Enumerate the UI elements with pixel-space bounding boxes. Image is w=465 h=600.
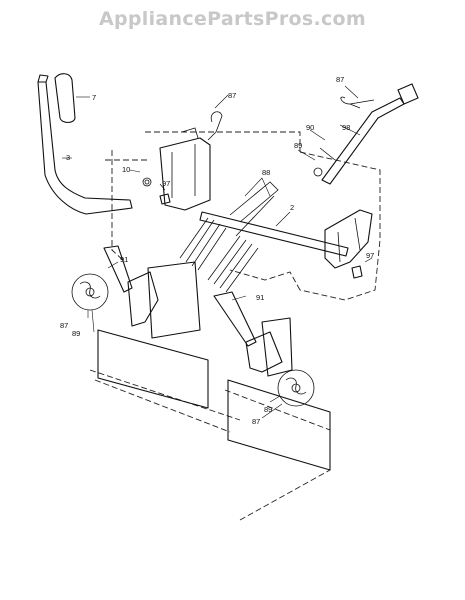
lift-lever-top xyxy=(37,74,49,83)
right-rod xyxy=(321,97,405,185)
callout-97-left: 97 xyxy=(162,179,170,188)
hair-pin-top xyxy=(207,111,223,141)
left-bracket-detail xyxy=(171,127,199,198)
lift-shaft xyxy=(199,211,349,257)
callout-87-left: 87 xyxy=(60,321,68,330)
callout-2: 2 xyxy=(290,203,294,212)
callout-89-bottom: 89 xyxy=(264,405,272,414)
callout-89-right: 89 xyxy=(294,141,302,150)
right-bracket-detail xyxy=(337,217,361,263)
frame-outline-lower xyxy=(89,369,331,521)
callout-87-right: 87 xyxy=(336,75,344,84)
callout-90: 90 xyxy=(306,123,314,132)
lift-lever xyxy=(37,81,133,215)
left-deck xyxy=(97,329,209,409)
callout-98: 98 xyxy=(342,123,350,132)
right-link xyxy=(213,291,257,347)
left-deck-plate xyxy=(147,261,201,339)
left-bracket-plate xyxy=(159,137,211,211)
callout-87-bottom: 87 xyxy=(252,417,260,426)
callout-7: 7 xyxy=(92,93,96,102)
callout-91-left: 91 xyxy=(120,255,128,264)
right-lower-bracket xyxy=(245,331,283,373)
hair-pin-right xyxy=(340,96,375,109)
right-rod-end xyxy=(397,83,419,105)
bolt-left xyxy=(159,193,171,205)
right-deck xyxy=(227,379,331,471)
callout-87-top: 87 xyxy=(228,91,236,100)
right-bracket xyxy=(324,209,373,269)
callout-97-right: 97 xyxy=(366,251,374,260)
watermark-logo: AppliancePartsPros.com xyxy=(98,8,366,30)
callout-91-right: 91 xyxy=(256,293,264,302)
callout-3: 3 xyxy=(66,153,70,162)
frame-outline-upper xyxy=(145,131,381,301)
right-detail-circle xyxy=(277,369,315,407)
left-detail-circle xyxy=(71,273,109,311)
leader-lines xyxy=(62,85,373,419)
right-deck-plate xyxy=(261,317,293,377)
left-lower-bracket xyxy=(127,271,159,327)
frame-outline-left xyxy=(105,150,150,263)
bolt-right xyxy=(351,265,363,279)
left-link xyxy=(103,245,133,293)
callout-10: 10 xyxy=(122,165,130,174)
small-spring xyxy=(142,177,152,187)
washer-right xyxy=(313,167,323,177)
large-springs xyxy=(179,181,279,293)
pin-right xyxy=(319,147,336,161)
callout-88: 88 xyxy=(262,168,270,177)
handle-grip xyxy=(54,73,76,124)
callout-89-left: 89 xyxy=(72,329,80,338)
